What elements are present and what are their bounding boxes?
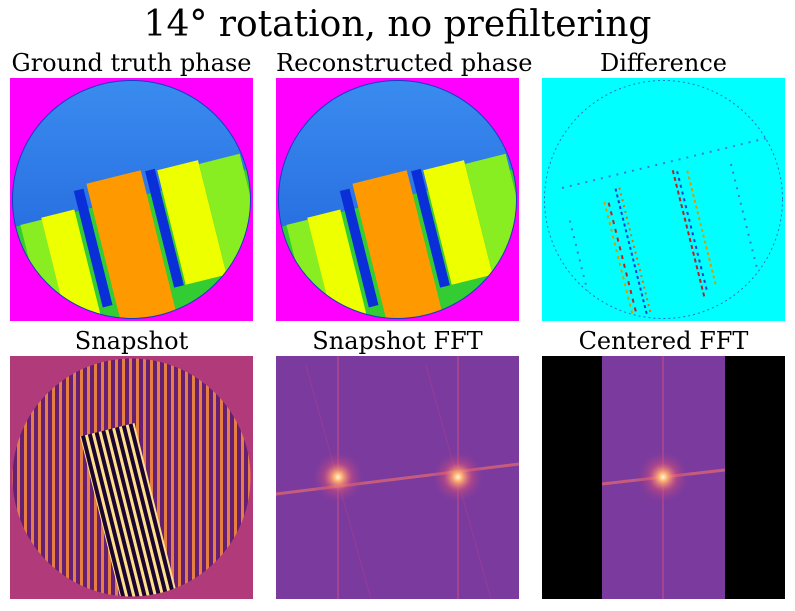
snapshot-image	[10, 356, 253, 599]
reconstructed-panel: Reconstructed phase	[276, 48, 533, 321]
difference-title: Difference	[600, 49, 727, 77]
ground-truth-image	[10, 78, 253, 321]
figure-title: 14° rotation, no prefiltering	[143, 4, 652, 45]
snapshot-title: Snapshot	[74, 327, 189, 355]
centered-fft-panel: Centered FFT	[542, 326, 785, 599]
ground-truth-title: Ground truth phase	[11, 49, 252, 77]
centered-fft-title: Centered FFT	[578, 327, 749, 355]
snapshot-fft-panel: Snapshot FFT	[276, 326, 519, 599]
ground-truth-panel: Ground truth phase	[10, 48, 253, 321]
snapshot-fft-title: Snapshot FFT	[312, 327, 483, 355]
reconstructed-title: Reconstructed phase	[276, 49, 533, 77]
reconstructed-image	[276, 78, 519, 321]
snapshot-fft-image	[276, 356, 519, 599]
difference-panel: Difference	[542, 48, 785, 321]
difference-image	[542, 78, 785, 321]
centered-fft-image	[542, 356, 785, 599]
snapshot-panel: Snapshot	[10, 326, 253, 599]
